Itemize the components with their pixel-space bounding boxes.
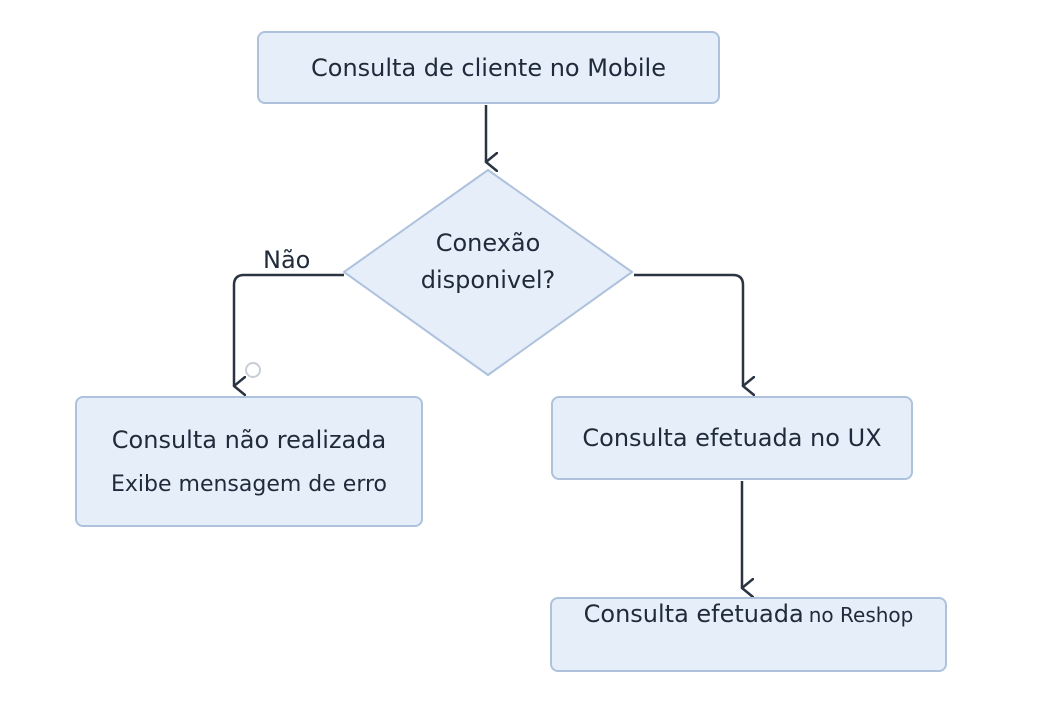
node-error-line2: Exibe mensagem de erro: [110, 471, 387, 497]
decision-label-line1: Conexão: [435, 229, 541, 257]
edge-decision-to-ux: [634, 273, 743, 386]
node-error-line1: Consulta não realizada: [111, 425, 387, 454]
node-reshop-label-main: Consulta efetuada: [583, 600, 804, 628]
node-error: Consulta não realizada Exibe mensagem de…: [75, 396, 423, 527]
node-start-label: Consulta de cliente no Mobile: [311, 53, 666, 82]
node-ux-label: Consulta efetuada no UX: [582, 424, 882, 452]
node-reshop-label-small: no Reshop: [808, 603, 914, 627]
cursor-ring-icon: [245, 362, 261, 378]
decision-diamond: [343, 169, 633, 376]
edge-label-nao: Não: [263, 246, 311, 274]
edge-decision-to-error: [232, 273, 344, 386]
decision-label: Conexão disponivel?: [386, 225, 590, 299]
node-start: Consulta de cliente no Mobile: [257, 31, 720, 104]
node-ux: Consulta efetuada no UX: [551, 396, 913, 480]
node-reshop: Consulta efetuada no Reshop: [550, 597, 947, 672]
decision-label-line2: disponivel?: [420, 266, 556, 294]
